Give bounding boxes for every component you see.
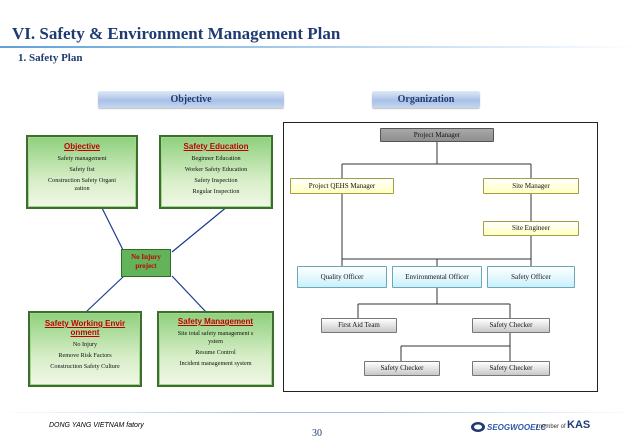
safety-working-environment-line: Construction Safety Culture — [50, 363, 120, 370]
brand-logo-icon — [471, 422, 485, 432]
safety-management-line: Site total safety management s — [177, 330, 254, 337]
organization-section-label: Organization — [372, 91, 480, 108]
page-title: VI. Safety & Environment Management Plan — [12, 24, 341, 43]
section-subtitle: 1. Safety Plan — [18, 52, 83, 64]
objective-box-line: Safety management — [57, 155, 107, 162]
safety-education-line: Regular Inspection — [192, 188, 240, 195]
title-divider — [0, 46, 638, 48]
org-site-engineer: Site Engineer — [483, 221, 579, 236]
organization-chart-frame — [283, 122, 598, 392]
page-number: 30 — [312, 428, 322, 439]
safety-education-line: Safety Inspection — [194, 177, 238, 184]
connector-top-left — [99, 203, 125, 253]
org-safety-officer: Safety Officer — [487, 266, 575, 288]
safety-working-environment-title: onment — [70, 328, 100, 337]
safety-management-line: Incident management system — [179, 360, 252, 367]
safety-management-line: ystem — [208, 338, 223, 345]
objective-box-title: Objective — [63, 142, 100, 151]
brand-seogwoo: SEOGWOOELC — [487, 423, 547, 432]
connector-bottom-left — [85, 275, 125, 313]
connector-top-right — [171, 205, 229, 253]
objective-section-label: Objective — [98, 91, 284, 108]
safety-working-environment-line: Remove Risk Factors — [58, 352, 112, 359]
no-injury-line2: project — [135, 262, 157, 270]
safety-working-environment-line: No Injury — [72, 341, 98, 348]
objective-box-line: Construction Safety Organi — [48, 177, 116, 184]
objective-box: Objective Safety management Safety fist … — [26, 135, 138, 209]
org-first-aid-team: First Aid Team — [321, 318, 397, 333]
safety-working-environment-title: Safety Working Envir — [44, 319, 126, 328]
safety-management-title: Safety Management — [177, 317, 254, 326]
safety-education-title: Safety Education — [183, 142, 249, 151]
safety-management-box: Safety Management Site total safety mana… — [157, 311, 274, 387]
safety-working-environment-box: Safety Working Envir onment No Injury Re… — [28, 311, 142, 387]
org-qehs-manager: Project QEHS Manager — [290, 178, 394, 194]
org-project-manager: Project Manager — [380, 128, 494, 142]
safety-education-box: Safety Education Beginner Education Work… — [159, 135, 273, 209]
org-safety-checker: Safety Checker — [472, 318, 550, 333]
objective-box-line: Safety fist — [69, 166, 95, 173]
brand-kas: KAS — [567, 419, 591, 431]
footer-company: DONG YANG VIETNAM fatory — [49, 422, 144, 429]
org-safety-checker: Safety Checker — [472, 361, 550, 376]
no-injury-project-box: No Injury project — [121, 249, 171, 277]
safety-management-line: Resume Control — [195, 349, 236, 356]
safety-education-line: Beginner Education — [191, 155, 241, 162]
connector-bottom-right — [171, 275, 207, 313]
org-quality-officer: Quality Officer — [297, 266, 387, 288]
member-of-label: member of — [537, 424, 566, 430]
org-environmental-officer: Environmental Officer — [392, 266, 482, 288]
org-safety-checker: Safety Checker — [364, 361, 440, 376]
footer-divider — [0, 412, 638, 413]
org-site-manager: Site Manager — [483, 178, 579, 194]
no-injury-line1: No Injury — [131, 253, 161, 261]
objective-box-line: zation — [74, 185, 90, 192]
safety-education-line: Worker Safety Education — [184, 166, 248, 173]
